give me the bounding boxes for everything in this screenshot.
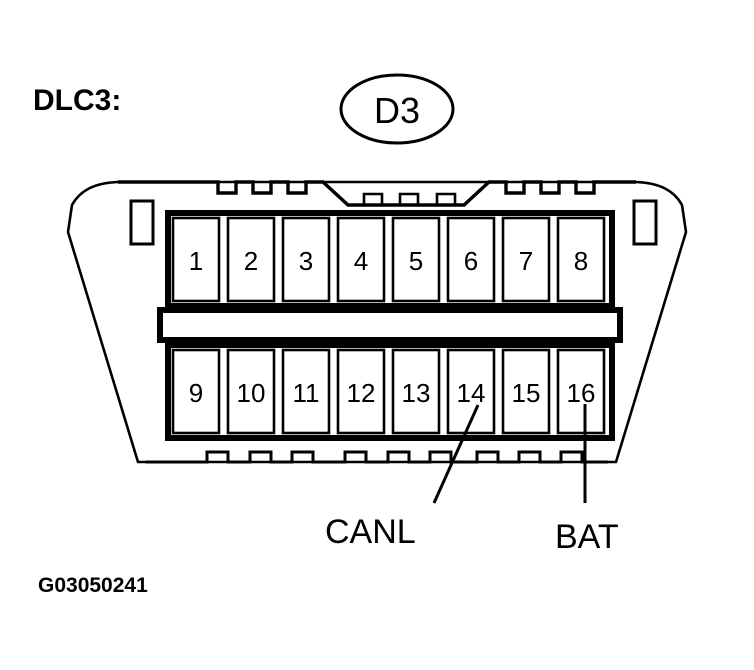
pin-cell-8 [556, 216, 606, 303]
pin-cell-2 [226, 216, 276, 303]
callout-ellipse [339, 73, 455, 145]
connector-center-key-notch [322, 181, 490, 207]
pin-label-5: 5 [409, 246, 423, 276]
figure-id: G03050241 [38, 574, 148, 597]
pin-label-2: 2 [244, 246, 258, 276]
pin-cell-4 [336, 216, 386, 303]
pin-label-8: 8 [574, 246, 588, 276]
pin-label-12: 12 [347, 378, 376, 408]
pin-cell-7 [501, 216, 551, 303]
connector-bottom-edge [146, 450, 608, 464]
lower-pin-row: 9 10 11 12 13 14 15 16 [165, 342, 615, 441]
pin-cell-5 [391, 216, 441, 303]
pin-cell-12 [336, 348, 386, 435]
lower-pin-cells: 9 10 11 12 13 14 15 16 [171, 348, 606, 435]
pin-label-3: 3 [299, 246, 313, 276]
callout-label-canl: CANL [325, 513, 416, 551]
pin-label-14: 14 [457, 378, 486, 408]
upper-pin-row: 1 2 3 4 5 6 7 8 [165, 210, 615, 309]
pin-label-6: 6 [464, 246, 478, 276]
callout-d3: D3 [339, 73, 455, 145]
pin-cell-11 [281, 348, 331, 435]
right-latch-slot [632, 199, 658, 246]
pin-label-7: 7 [519, 246, 533, 276]
pin-label-9: 9 [189, 378, 203, 408]
pin-cell-16 [556, 348, 606, 435]
pin-cell-6 [446, 216, 496, 303]
pin-label-4: 4 [354, 246, 368, 276]
page-title: DLC3: [33, 84, 121, 117]
left-latch-slot [129, 199, 155, 246]
callout-label-bat: BAT [555, 518, 619, 556]
pin-cell-9 [171, 348, 221, 435]
pin-label-1: 1 [189, 246, 203, 276]
leader-line-canl [432, 404, 480, 504]
pin-cell-15 [501, 348, 551, 435]
pin-label-11: 11 [293, 378, 320, 408]
callout-code-label: D3 [374, 90, 420, 131]
pin-label-15: 15 [512, 378, 541, 408]
middle-divider-bar [157, 307, 623, 343]
connector-top-edge [118, 180, 636, 207]
pin-cell-1 [171, 216, 221, 303]
pin-cell-3 [281, 216, 331, 303]
pin-cell-13 [391, 348, 441, 435]
pin-label-16: 16 [567, 378, 596, 408]
upper-pin-cells: 1 2 3 4 5 6 7 8 [171, 216, 606, 303]
pin-label-10: 10 [237, 378, 266, 408]
pin-label-13: 13 [402, 378, 431, 408]
pin-cell-10 [226, 348, 276, 435]
